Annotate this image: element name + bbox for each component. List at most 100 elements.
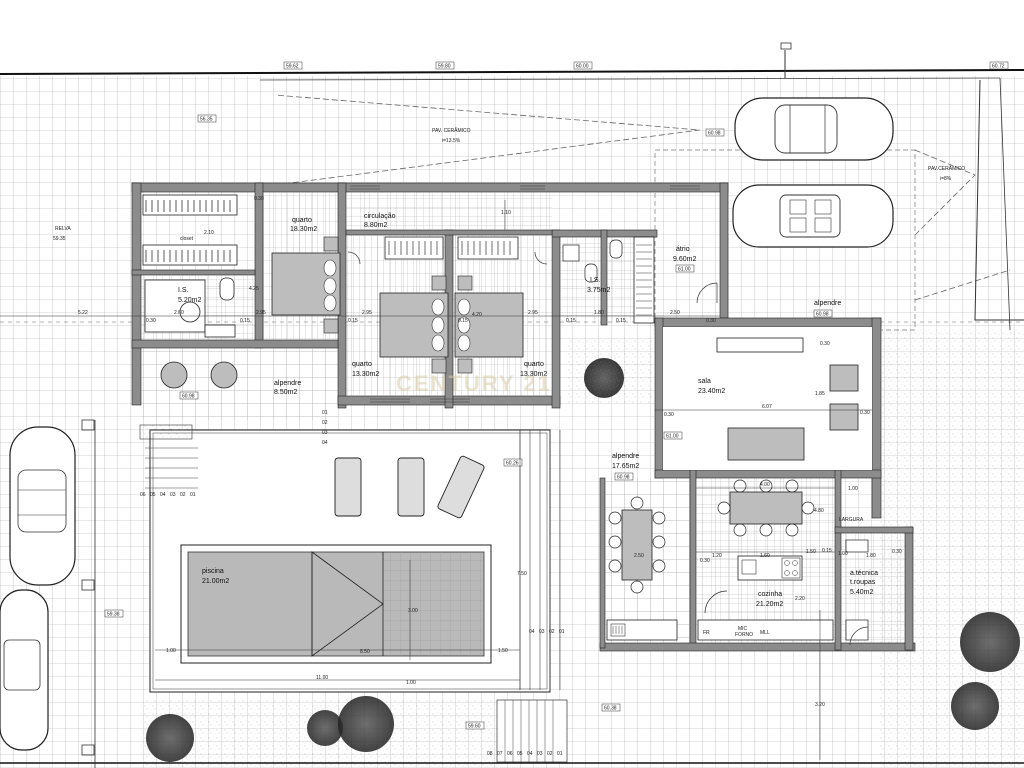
level-6100-b: 61.00 (666, 434, 679, 440)
label-ws2: I.S. (590, 277, 601, 284)
dim-030-a: 0.30 (146, 318, 156, 324)
label-oven: FORNO (735, 632, 753, 638)
dim-250: 2.50 (670, 310, 680, 316)
label-alpendre-2: alpendre (612, 453, 639, 460)
label-lavandaria: LARGURA (839, 517, 864, 523)
dim-030-d: 0.30 (860, 410, 870, 416)
label-atrio: átrio (676, 246, 690, 253)
deck-steps-left (145, 447, 198, 489)
level-6038: 60.38 (604, 706, 617, 712)
dim-030-c: 0.30 (664, 412, 674, 418)
level-6098-b: 60.98 (816, 312, 829, 318)
dim-015-c: 0.15 (458, 318, 468, 324)
dim-160: 1.60 (760, 553, 770, 559)
bathroom-fixtures-1 (144, 277, 236, 338)
dim-150: 1.50 (806, 549, 816, 555)
pool-step-03: 03 (539, 629, 545, 635)
label-quarto-3-area: 13.30m2 (520, 371, 547, 378)
level-top-3: 60.00 (576, 64, 589, 70)
label-ws1-area: 5.20m2 (178, 297, 201, 304)
level-top-4: 60.72 (992, 64, 1005, 70)
label-quarto-3: quarto (524, 361, 544, 368)
label-atecnica-sub: t.roupas (850, 579, 876, 586)
trees (146, 358, 1020, 762)
atrio-wardrobe (633, 236, 655, 324)
windows (350, 185, 700, 403)
garden-steps-bottom (496, 699, 568, 763)
label-cozinha-area: 21.20m2 (756, 601, 783, 608)
dim-100: 1.00 (848, 486, 858, 492)
garden-step-06: 06 (507, 751, 513, 757)
label-quarto-2: quarto (352, 361, 372, 368)
dim-030-b: 0.30 (706, 318, 716, 324)
dim-480: 4.80 (814, 508, 824, 514)
pool-deck (145, 429, 568, 763)
street-car-convertible-left (0, 589, 49, 751)
step-03: 03 (170, 492, 176, 498)
porch-step-04: 04 (322, 440, 328, 446)
step-06: 06 (140, 492, 146, 498)
level-6098-a: 60.98 (708, 131, 721, 137)
dim-180: 1.80 (594, 310, 604, 316)
label-ws2-area: 3.75m2 (587, 287, 610, 294)
dim-015-e: 0.15 (616, 318, 626, 324)
level-tags (104, 61, 1009, 730)
porch-step-03: 03 (322, 430, 328, 436)
dim-260: 2.60 (174, 310, 184, 316)
level-5938: 59.38 (107, 612, 120, 618)
dim-015-f: 0.15 (822, 548, 832, 554)
label-fridge: FR (703, 630, 710, 636)
garden-step-03: 03 (537, 751, 543, 757)
porch-step-01: 01 (322, 410, 328, 416)
dim-030-h: 0.30 (820, 341, 830, 347)
label-closet: closet (180, 236, 194, 242)
dim-295-c: 2.95 (528, 310, 538, 316)
dim-400: 4.00 (760, 482, 770, 488)
garden-step-05: 05 (517, 751, 523, 757)
swimming-pool[interactable] (180, 544, 492, 664)
label-atecnica: a.técnica (850, 570, 878, 577)
dim-522: 5.22 (78, 310, 88, 316)
garden-step-01: 01 (557, 751, 563, 757)
dim-850: 8.50 (360, 649, 370, 655)
step-05: 05 (150, 492, 156, 498)
label-alpendre-2-area: 17.65m2 (612, 463, 639, 470)
door-swings (347, 251, 869, 646)
dim-030-f: 0.30 (700, 558, 710, 564)
bed-quarto-3 (454, 236, 524, 374)
label-circulacao-area: 8.80m2 (364, 222, 387, 229)
garden-step-02: 02 (547, 751, 553, 757)
dim-100c: 1.00 (166, 648, 176, 654)
step-numbers: 06 05 04 03 02 01 04 03 02 01 08 07 06 0… (140, 410, 565, 757)
dim-420: 4.20 (472, 312, 482, 318)
watermark: CENTURY 21 (396, 371, 552, 396)
garden-step-07: 07 (497, 751, 503, 757)
label-relva-level: 59.35 (53, 236, 66, 242)
dim-185: 1.85 (815, 391, 825, 397)
dim-030-g: 0.30 (254, 196, 264, 202)
appliance-labels: FR MIC FORNO MLL (703, 626, 770, 638)
dim-015-d: 0.15 (566, 318, 576, 324)
dim-425: 4.25 (249, 286, 259, 292)
label-atecnica-area: 5.40m2 (850, 589, 873, 596)
dim-1100: 11.00 (316, 675, 328, 681)
label-pav-ceramico-2-slope: i=8% (940, 176, 952, 182)
level-texts: 59.62 59.80 60.00 60.72 56.35 60.98 60.9… (107, 64, 1005, 730)
parked-car-convertible (732, 184, 894, 248)
label-pav-ceramico-1: PAV. CERÂMICO (432, 127, 471, 134)
dim-295-b: 2.95 (362, 310, 372, 316)
dim-320: 3.20 (815, 702, 825, 708)
dim-300: 3.00 (408, 608, 418, 614)
level-6026: 60.26 (506, 461, 519, 467)
dim-030-e: 0.30 (892, 549, 902, 555)
label-ws1: I.S. (178, 287, 189, 294)
dimension-texts: 5.22 0.30 2.60 0.15 2.95 0.15 2.95 0.15 … (78, 196, 902, 708)
label-pav-ceramico-2: PAV.CERÂMICO (928, 165, 965, 172)
dim-220: 2.20 (795, 596, 805, 602)
label-pav-ceramico-1-slope: i=13.5% (442, 138, 461, 144)
level-top-2: 59.80 (438, 64, 451, 70)
dim-295-a: 2.95 (256, 310, 266, 316)
dim-250b: 2.50 (634, 553, 644, 559)
label-cozinha: cozinha (758, 591, 782, 598)
